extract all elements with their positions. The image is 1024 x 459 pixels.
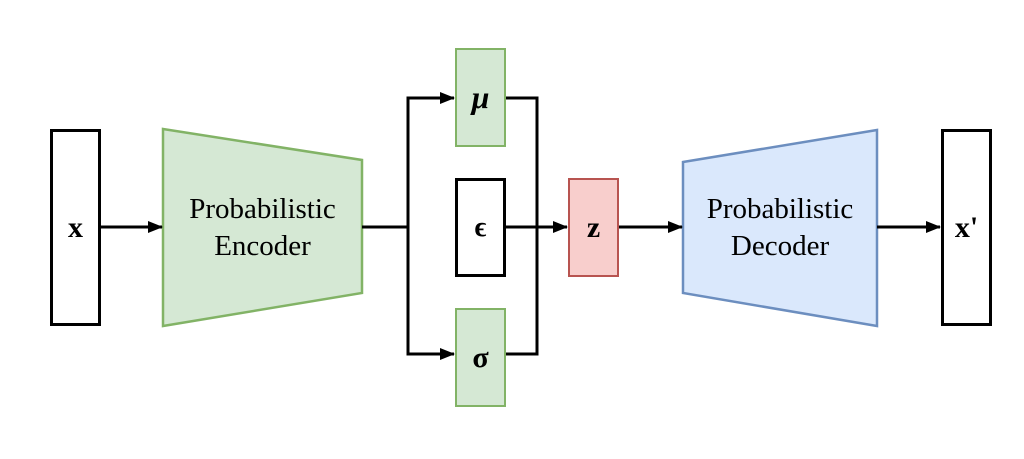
decoder-trapezoid xyxy=(681,128,879,328)
encoder-label-line1: Probabilistic xyxy=(189,192,336,225)
input-x-box: x xyxy=(50,129,101,326)
output-x-prime-box: x' xyxy=(941,129,992,326)
input-x-label: x xyxy=(68,210,83,244)
mu-box: μ xyxy=(455,48,506,147)
latent-z-box: z xyxy=(568,178,619,277)
encoder-label-line2: Encoder xyxy=(214,229,311,262)
output-x-prime-label: x' xyxy=(954,210,979,244)
sigma-label: σ xyxy=(472,340,489,374)
decoder-label: Probabilistic Decoder xyxy=(683,130,877,326)
epsilon-box: ϵ xyxy=(455,178,506,277)
mu-label: μ xyxy=(471,79,490,115)
encoder-label: Probabilistic Encoder xyxy=(163,129,362,326)
decoder-label-line1: Probabilistic xyxy=(706,193,854,225)
latent-z-label: z xyxy=(586,210,601,244)
decoder-label-line2: Decoder xyxy=(730,230,830,262)
epsilon-label: ϵ xyxy=(474,211,487,243)
sigma-box: σ xyxy=(455,308,506,407)
encoder-trapezoid xyxy=(161,127,364,328)
